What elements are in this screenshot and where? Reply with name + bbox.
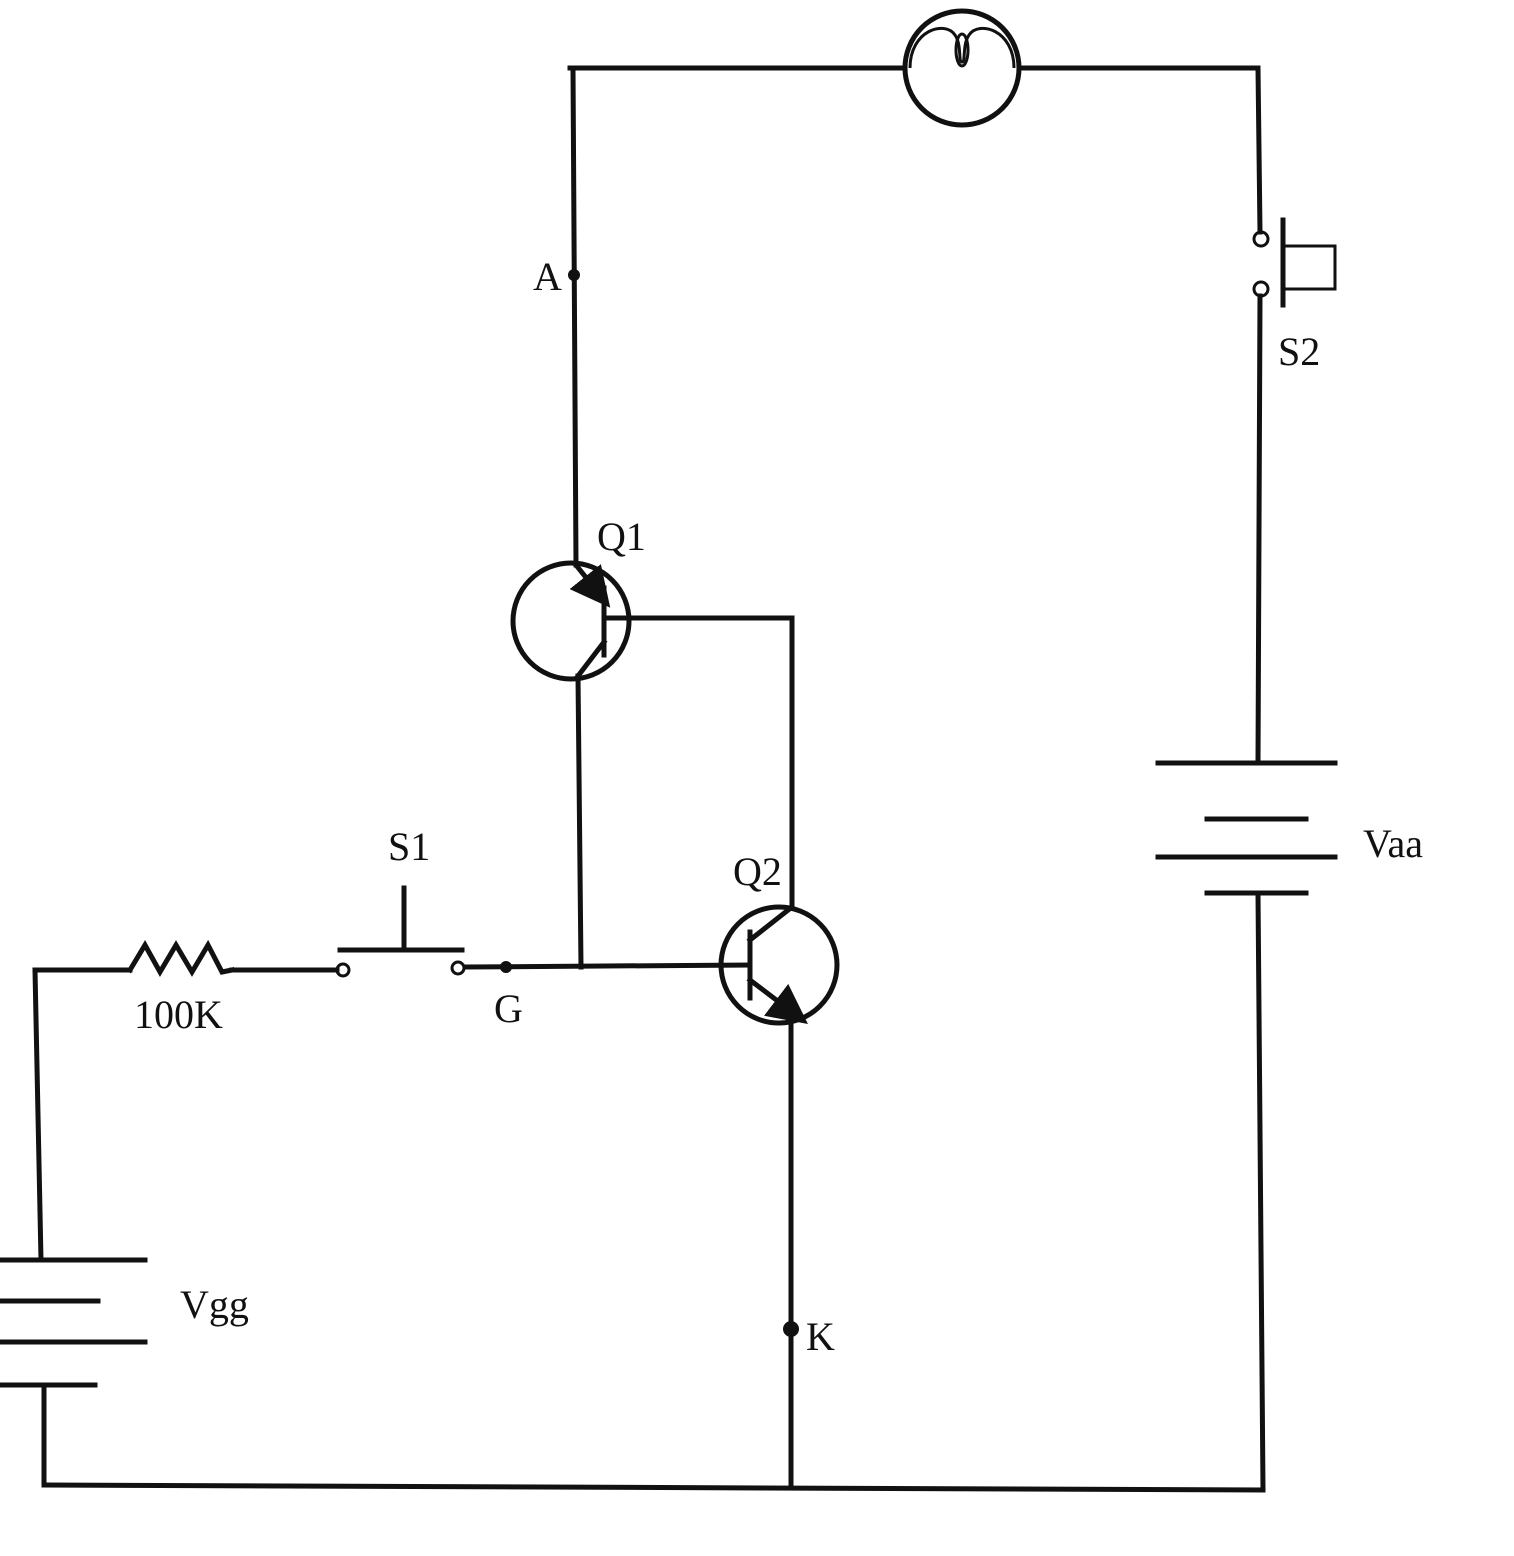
vgg-label: Vgg bbox=[180, 1282, 249, 1327]
q1-transistor bbox=[510, 560, 795, 682]
right-wire-upper bbox=[1255, 65, 1263, 235]
node-g-dot bbox=[500, 961, 512, 973]
resistor-label: 100K bbox=[134, 992, 223, 1037]
anode-wire bbox=[570, 65, 579, 568]
q1-collector-wire bbox=[575, 673, 584, 970]
s2-switch bbox=[1252, 217, 1337, 308]
node-k-dot bbox=[783, 1321, 799, 1337]
lamp-icon bbox=[902, 8, 1022, 128]
node-a-label: A bbox=[533, 254, 562, 299]
gate-wire bbox=[464, 962, 753, 970]
bottom-wire bbox=[41, 1482, 1266, 1493]
right-wire-lower bbox=[1255, 890, 1266, 1493]
resistor-100k bbox=[32, 939, 340, 978]
vgg-battery bbox=[0, 1257, 148, 1388]
vaa-battery bbox=[1155, 760, 1338, 896]
node-a-dot bbox=[568, 269, 580, 281]
node-k-label: K bbox=[806, 1314, 835, 1359]
s1-label: S1 bbox=[388, 824, 430, 869]
left-wire bbox=[32, 967, 44, 1263]
s2-label: S2 bbox=[1278, 329, 1320, 374]
right-wire-middle bbox=[1255, 293, 1263, 766]
s1-switch bbox=[335, 885, 466, 978]
q2-label: Q2 bbox=[733, 849, 782, 894]
node-g-label: G bbox=[494, 986, 523, 1031]
vaa-label: Vaa bbox=[1363, 821, 1423, 866]
q1-label: Q1 bbox=[597, 514, 646, 559]
